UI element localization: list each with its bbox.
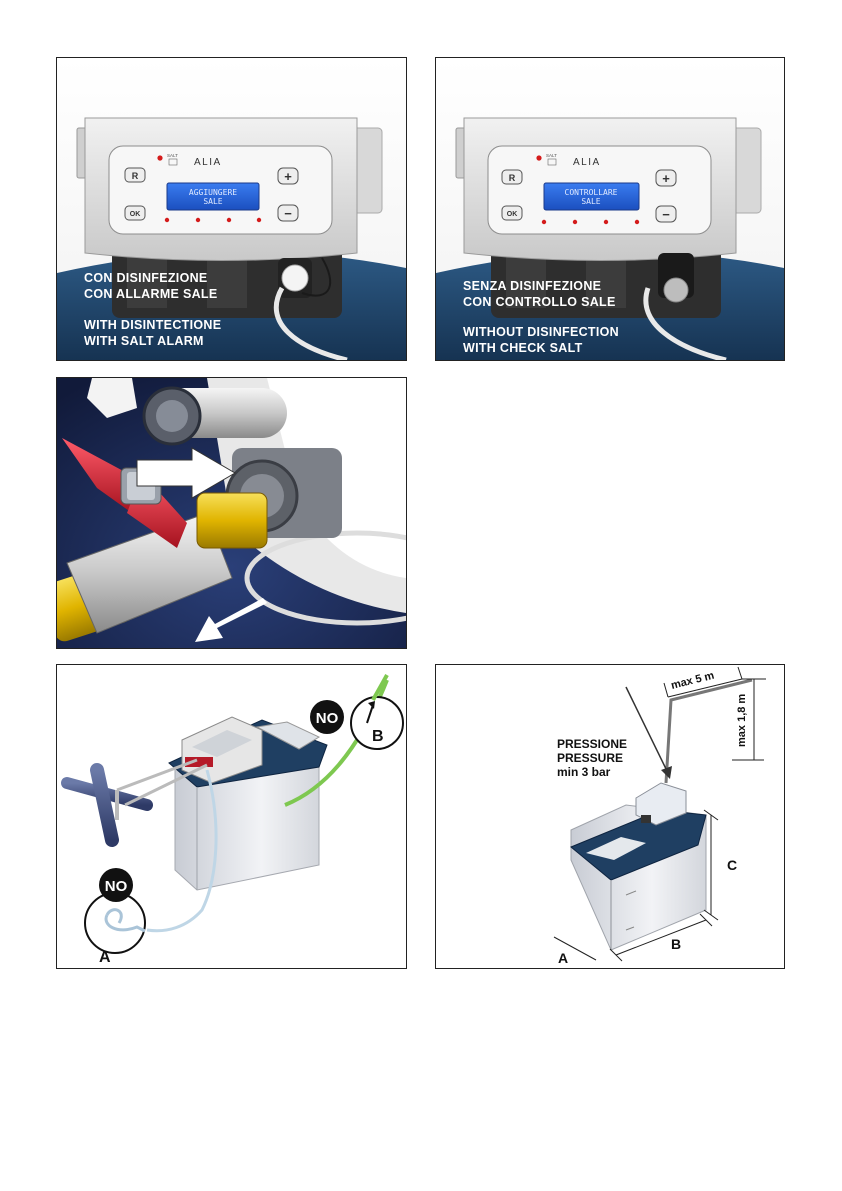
- lcd-line-2: SALE: [203, 197, 222, 206]
- svg-text:R: R: [509, 173, 516, 183]
- caption-en-line1: WITHOUT DISINFECTION: [463, 325, 619, 339]
- figure-control-panel-check-salt: SALT ALIA CONTROLLARE SALE R OK + −: [435, 57, 785, 361]
- caption-en-line2: WITH SALT ALARM: [84, 334, 204, 348]
- svg-text:+: +: [662, 171, 670, 186]
- svg-text:OK: OK: [507, 211, 518, 218]
- caption-en-line1: WITH DISINTECTIONE: [84, 318, 221, 332]
- minus-button[interactable]: −: [656, 206, 676, 222]
- lcd-line-1: CONTROLLARE: [565, 188, 618, 197]
- salt-label: SALT: [546, 153, 557, 158]
- label-a: A: [99, 949, 111, 966]
- brand-logo: ALIA: [194, 157, 222, 168]
- minus-button[interactable]: −: [278, 205, 298, 221]
- pressure-label-it: PRESSIONE: [557, 737, 627, 751]
- pressure-min: min 3 bar: [557, 765, 611, 779]
- svg-text:B: B: [671, 936, 681, 952]
- pressure-label-en: PRESSURE: [557, 751, 623, 765]
- caption-it-line2: CON CONTROLLO SALE: [463, 295, 616, 309]
- no-label-bottom: NO: [105, 878, 128, 895]
- caption-en-line2: WITH CHECK SALT: [463, 341, 583, 355]
- ok-button[interactable]: OK: [125, 206, 145, 220]
- label-b: B: [372, 728, 384, 745]
- lcd-line-1: AGGIUNGERE: [189, 188, 237, 197]
- salt-led: [536, 155, 541, 160]
- svg-text:max 1,8 m: max 1,8 m: [736, 694, 748, 747]
- plug-cap: [664, 278, 688, 302]
- figure-installation-drain-no: B NO A NO: [56, 664, 407, 969]
- caption-it-line1: SENZA DISINFEZIONE: [463, 279, 601, 293]
- brand-logo: ALIA: [573, 157, 601, 168]
- detail-circle-a: [85, 893, 145, 953]
- caption-it-line2: CON ALLARME SALE: [84, 287, 218, 301]
- salt-led: [157, 155, 162, 160]
- plus-button[interactable]: +: [656, 170, 676, 186]
- ok-button[interactable]: OK: [502, 206, 522, 220]
- plus-button[interactable]: +: [278, 168, 298, 184]
- svg-text:−: −: [662, 207, 670, 222]
- r-button[interactable]: R: [502, 170, 522, 184]
- svg-text:A: A: [558, 950, 568, 966]
- figure-control-panel-salt-alarm: SALT ALIA AGGIUNGERE SALE R OK + −: [56, 57, 407, 361]
- caption-it-line1: CON DISINFEZIONE: [84, 271, 208, 285]
- svg-text:OK: OK: [130, 211, 141, 218]
- disinfection-connector: [282, 265, 308, 291]
- svg-text:−: −: [284, 206, 292, 221]
- salt-label: SALT: [167, 153, 178, 158]
- figure-installation-dimensions: PRESSIONE PRESSURE min 3 bar max 5 m max…: [435, 664, 785, 969]
- r-button[interactable]: R: [125, 168, 145, 182]
- svg-text:R: R: [132, 171, 139, 181]
- svg-text:+: +: [284, 169, 292, 184]
- lcd-line-2: SALE: [581, 197, 600, 206]
- no-label-top: NO: [316, 710, 339, 727]
- svg-text:C: C: [727, 857, 737, 873]
- figure-inlet-valve-connection: [56, 377, 407, 649]
